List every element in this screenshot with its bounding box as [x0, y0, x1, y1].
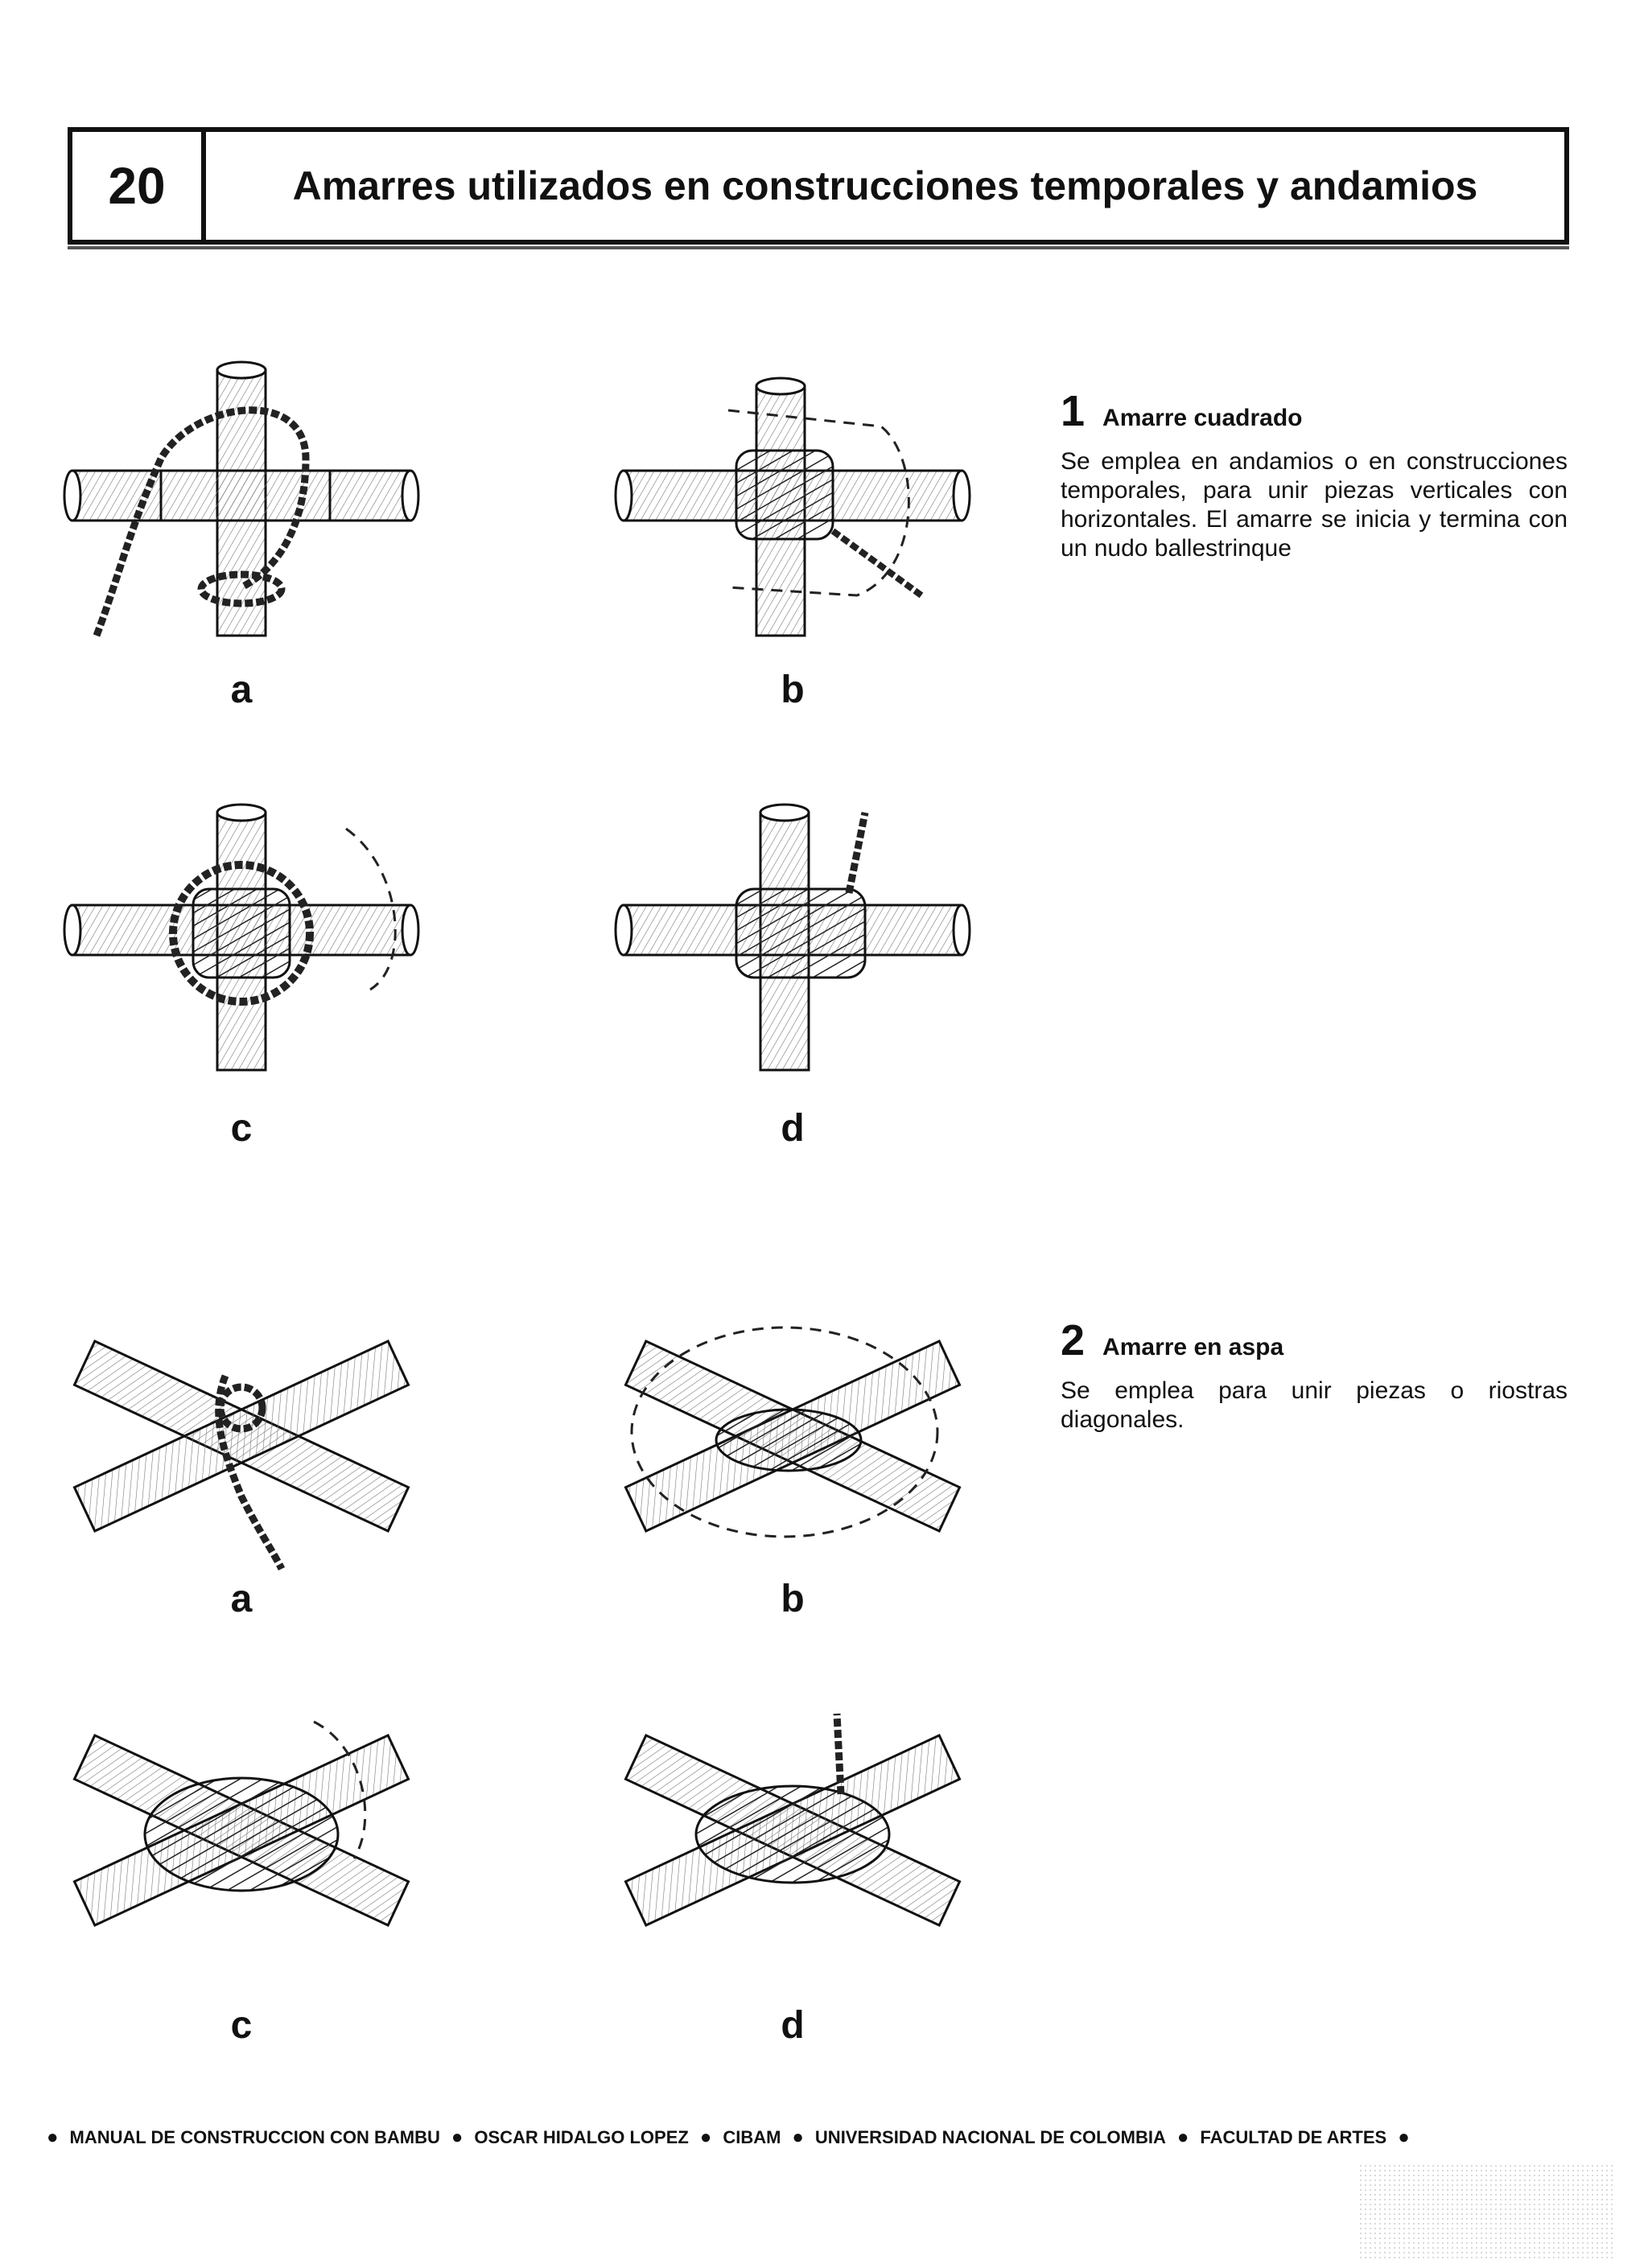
section-item-title: Amarre en aspa: [1102, 1334, 1284, 1360]
square-lashing-step-a-illustration: [63, 360, 420, 644]
section-number-box: 20: [72, 132, 206, 240]
square-lashing-step-c-illustration: [63, 803, 420, 1078]
section-item-title: Amarre cuadrado: [1102, 405, 1303, 431]
figure-label: d: [781, 1107, 805, 1150]
figure-label: d: [781, 2004, 805, 2047]
section-number: 20: [108, 157, 166, 215]
footer-item: FACULTAD DE ARTES: [1200, 2127, 1387, 2147]
figure-label: c: [230, 2004, 253, 2047]
diagonal-lashing-step-a-illustration: [64, 1311, 418, 1571]
footer-item: UNIVERSIDAD NACIONAL DE COLOMBIA: [814, 2127, 1166, 2147]
bullet-icon: ●: [1176, 2126, 1189, 2148]
square-lashing-description: 1 Amarre cuadrado Se emplea en andamios …: [1061, 386, 1568, 563]
footer-item: MANUAL DE CONSTRUCCION CON BAMBU: [69, 2127, 440, 2147]
bullet-icon: ●: [1398, 2126, 1410, 2148]
figure-label: c: [230, 1107, 253, 1150]
diagonal-lashing-step-c-illustration: [64, 1698, 418, 1955]
diagonal-lashing-description: 2 Amarre en aspa Se emplea para unir pie…: [1061, 1315, 1568, 1434]
section-item-number: 1: [1061, 387, 1086, 435]
page-title-box: Amarres utilizados en construcciones tem…: [206, 132, 1564, 240]
figure-label: a: [230, 1578, 253, 1620]
footer-item: OSCAR HIDALGO LOPEZ: [474, 2127, 689, 2147]
diagonal-lashing-step-d-illustration: [616, 1698, 970, 1955]
figure-label: b: [781, 1578, 805, 1620]
footer-item: CIBAM: [723, 2127, 781, 2147]
square-lashing-step-d-illustration: [614, 803, 971, 1078]
square-lashing-step-b-illustration: [614, 370, 971, 644]
figure-label: b: [781, 669, 805, 711]
bullet-icon: ●: [451, 2126, 464, 2148]
section-item-number: 2: [1061, 1316, 1086, 1365]
section-item-body: Se emplea para unir piezas o riostras di…: [1061, 1377, 1568, 1433]
diagonal-lashing-step-b-illustration: [616, 1311, 970, 1569]
bullet-icon: ●: [47, 2126, 59, 2148]
figure-label: a: [230, 669, 253, 711]
page-header: 20 Amarres utilizados en construcciones …: [68, 127, 1569, 249]
bullet-icon: ●: [792, 2126, 804, 2148]
page-title: Amarres utilizados en construcciones tem…: [292, 163, 1478, 208]
section-item-body: Se emplea en andamios o en construccione…: [1061, 448, 1568, 562]
bullet-icon: ●: [699, 2126, 712, 2148]
scan-noise: [1358, 2163, 1616, 2260]
page-footer: ● MANUAL DE CONSTRUCCION CON BAMBU ● OSC…: [47, 2126, 1576, 2149]
